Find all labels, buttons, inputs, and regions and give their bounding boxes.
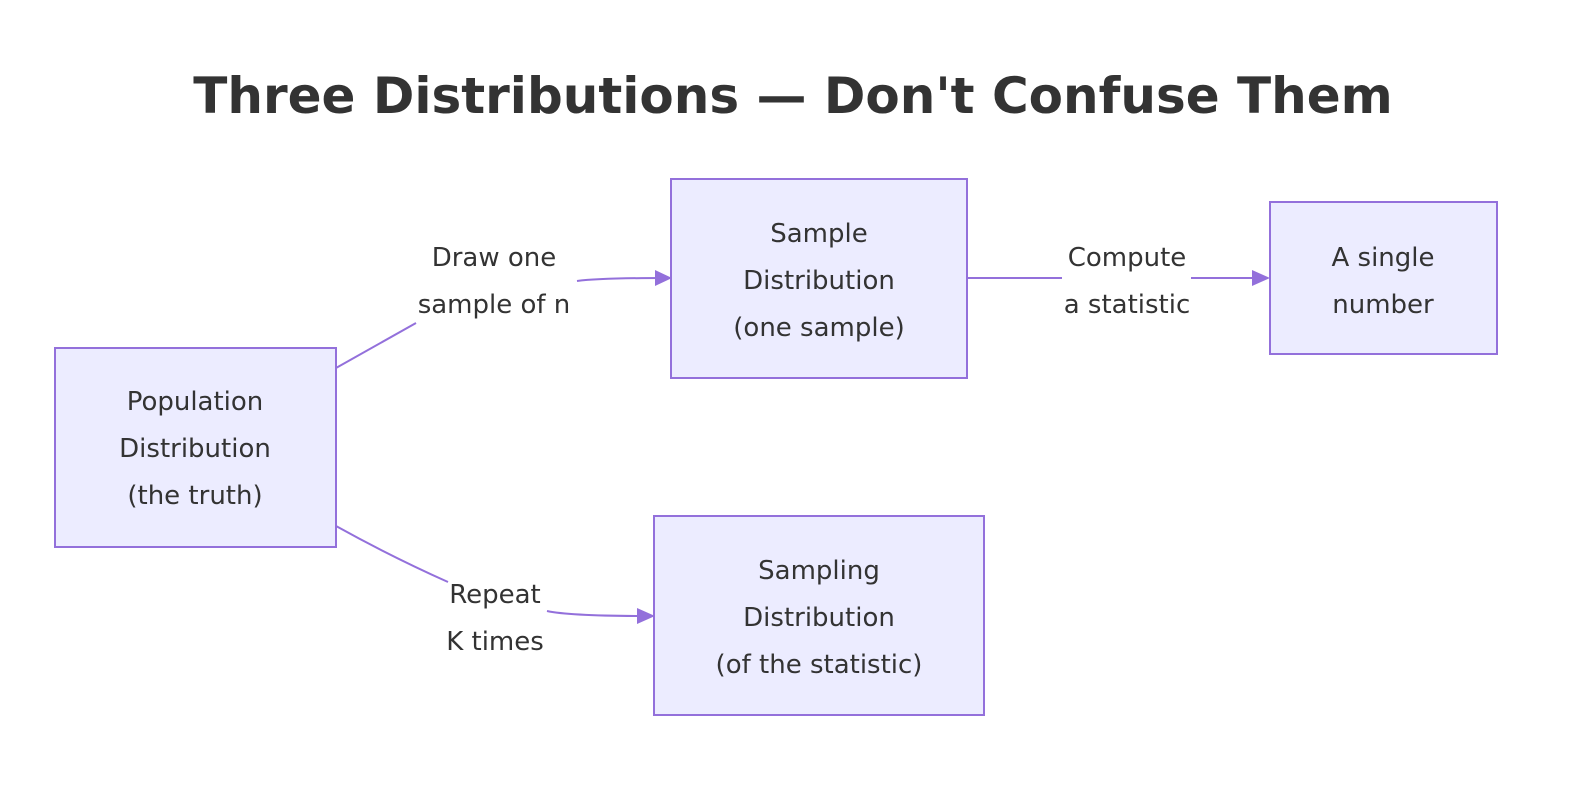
edge-label-repeat-line1: Repeat (449, 580, 541, 610)
edge-label-draw-line2: sample of n (418, 290, 571, 320)
edge-draw-sample: Draw one sample of n (335, 243, 672, 369)
node-label-line: (of the statistic) (716, 650, 923, 680)
node-box (54, 347, 337, 548)
edge-repeat-line-a (335, 525, 449, 583)
node-label-line: Distribution (119, 434, 271, 464)
edge-compute-statistic: Compute a statistic (968, 243, 1270, 320)
node-label-line: number (1332, 290, 1434, 320)
node-sampling-distribution[interactable]: Sampling Distribution (of the statistic) (653, 515, 985, 716)
node-label-line: Distribution (743, 603, 895, 633)
edge-repeat-k-times: Repeat K times (335, 525, 655, 657)
edge-label-compute-line1: Compute (1068, 243, 1187, 273)
edge-repeat-line-b (546, 610, 647, 617)
node-label-line: Population (127, 387, 264, 417)
node-label-line: (one sample) (733, 313, 904, 343)
edge-draw-line-a (335, 322, 417, 369)
node-label-line: Distribution (743, 266, 895, 296)
edge-draw-line-b (576, 277, 666, 282)
node-label-line: Sampling (758, 556, 880, 586)
edge-label-repeat-line2: K times (446, 627, 544, 657)
node-sample-distribution[interactable]: Sample Distribution (one sample) (670, 178, 968, 379)
edge-label-compute-line2: a statistic (1064, 290, 1191, 320)
node-box (670, 178, 968, 379)
node-label-line: A single (1331, 243, 1434, 273)
node-box (1269, 201, 1498, 355)
arrowhead-icon (655, 270, 672, 286)
arrowhead-icon (1252, 270, 1270, 286)
node-single-number[interactable]: A single number (1269, 201, 1498, 355)
node-box (653, 515, 985, 716)
node-label-line: (the truth) (127, 481, 262, 511)
node-label-line: Sample (770, 219, 868, 249)
diagram-title: Three Distributions — Don't Confuse Them (193, 67, 1393, 125)
arrowhead-icon (637, 608, 655, 624)
edge-label-draw-line1: Draw one (432, 243, 557, 273)
node-population-distribution[interactable]: Population Distribution (the truth) (54, 347, 337, 548)
